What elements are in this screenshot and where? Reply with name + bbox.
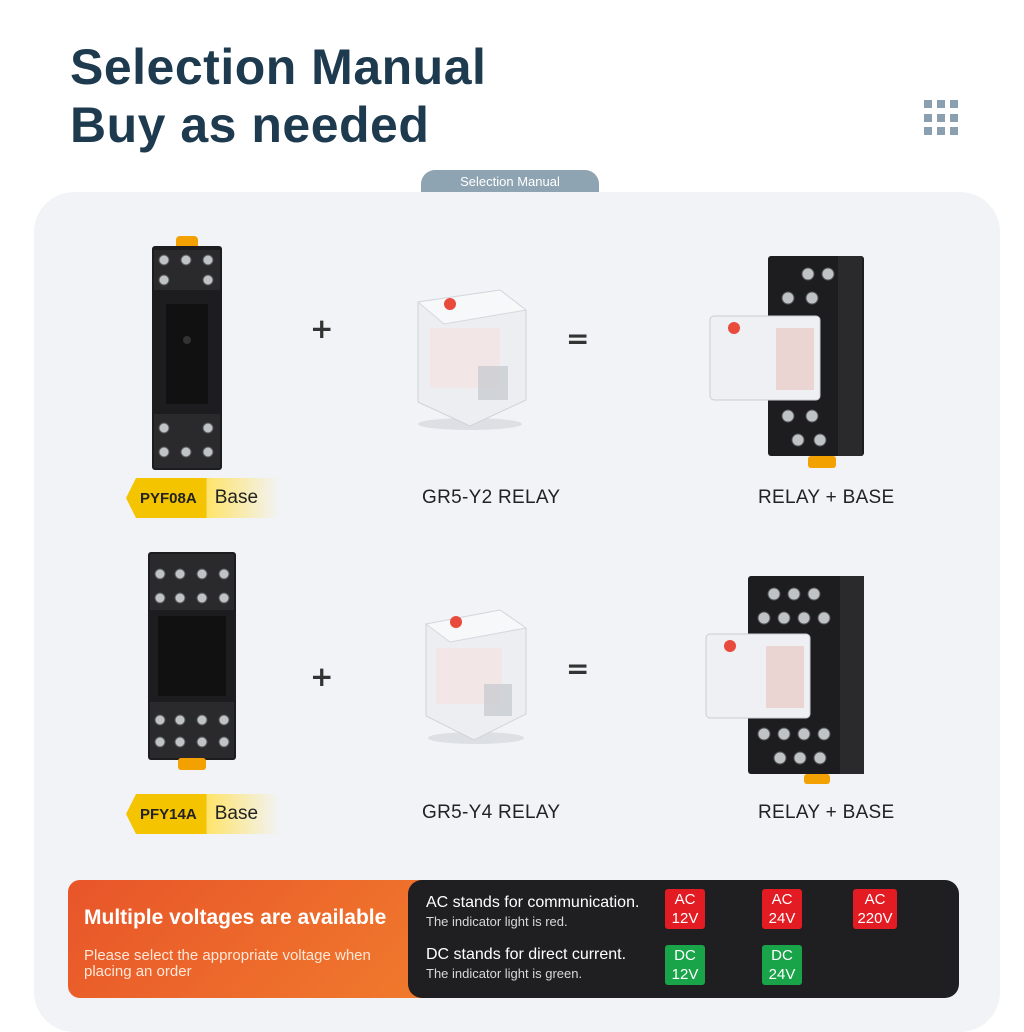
pyf08a-base-image	[152, 236, 222, 470]
relay-label: GR5-Y2 RELAY	[422, 487, 561, 508]
base-code: PYF08A	[126, 478, 207, 518]
ac-note: The indicator light is red.	[426, 914, 568, 929]
base-code: PFY14A	[126, 794, 207, 834]
plus-sign: +	[310, 660, 334, 693]
pfy14a-base-badge: PFY14A Base	[126, 794, 281, 834]
pyf08a-base-badge: PYF08A Base	[126, 478, 281, 518]
base-word: Base	[206, 794, 281, 834]
equals-sign: =	[566, 652, 590, 685]
voltage-options-panel: AC stands for communication. The indicat…	[408, 880, 959, 998]
pfy14a-base-image	[148, 552, 236, 770]
page-title: Selection Manual Buy as needed	[70, 38, 486, 154]
plus-sign: +	[310, 312, 334, 345]
voltage-subtext: Please select the appropriate voltage wh…	[84, 947, 371, 980]
ac-title: AC stands for communication.	[426, 894, 640, 911]
dc-24v-option[interactable]: DC 24V	[762, 945, 802, 985]
base-word: Base	[206, 478, 281, 518]
dc-12v-option[interactable]: DC 12V	[665, 945, 705, 985]
ac-24v-option[interactable]: AC 24V	[762, 889, 802, 929]
relay-label: GR5-Y4 RELAY	[422, 802, 561, 823]
relay-with-base-image-2	[705, 576, 864, 784]
dc-title: DC stands for direct current.	[426, 946, 627, 963]
gr5-y2-relay-image	[416, 289, 528, 430]
equals-sign: =	[566, 322, 590, 355]
voltage-heading: Multiple voltages are available	[84, 906, 387, 929]
ac-220v-option[interactable]: AC 220V	[853, 889, 897, 929]
grid-icon[interactable]	[924, 100, 960, 136]
ac-12v-option[interactable]: AC 12V	[665, 889, 705, 929]
voltage-info-banner: Multiple voltages are available Please s…	[68, 880, 428, 998]
gr5-y4-relay-image	[424, 609, 528, 744]
relay-with-base-image-1	[709, 256, 864, 468]
title-line-2: Buy as needed	[70, 97, 430, 153]
title-line-1: Selection Manual	[70, 39, 487, 95]
tab-selection-manual[interactable]: Selection Manual	[421, 170, 599, 194]
dc-note: The indicator light is green.	[426, 966, 583, 981]
result-label: RELAY + BASE	[758, 802, 895, 823]
result-label: RELAY + BASE	[758, 487, 895, 508]
